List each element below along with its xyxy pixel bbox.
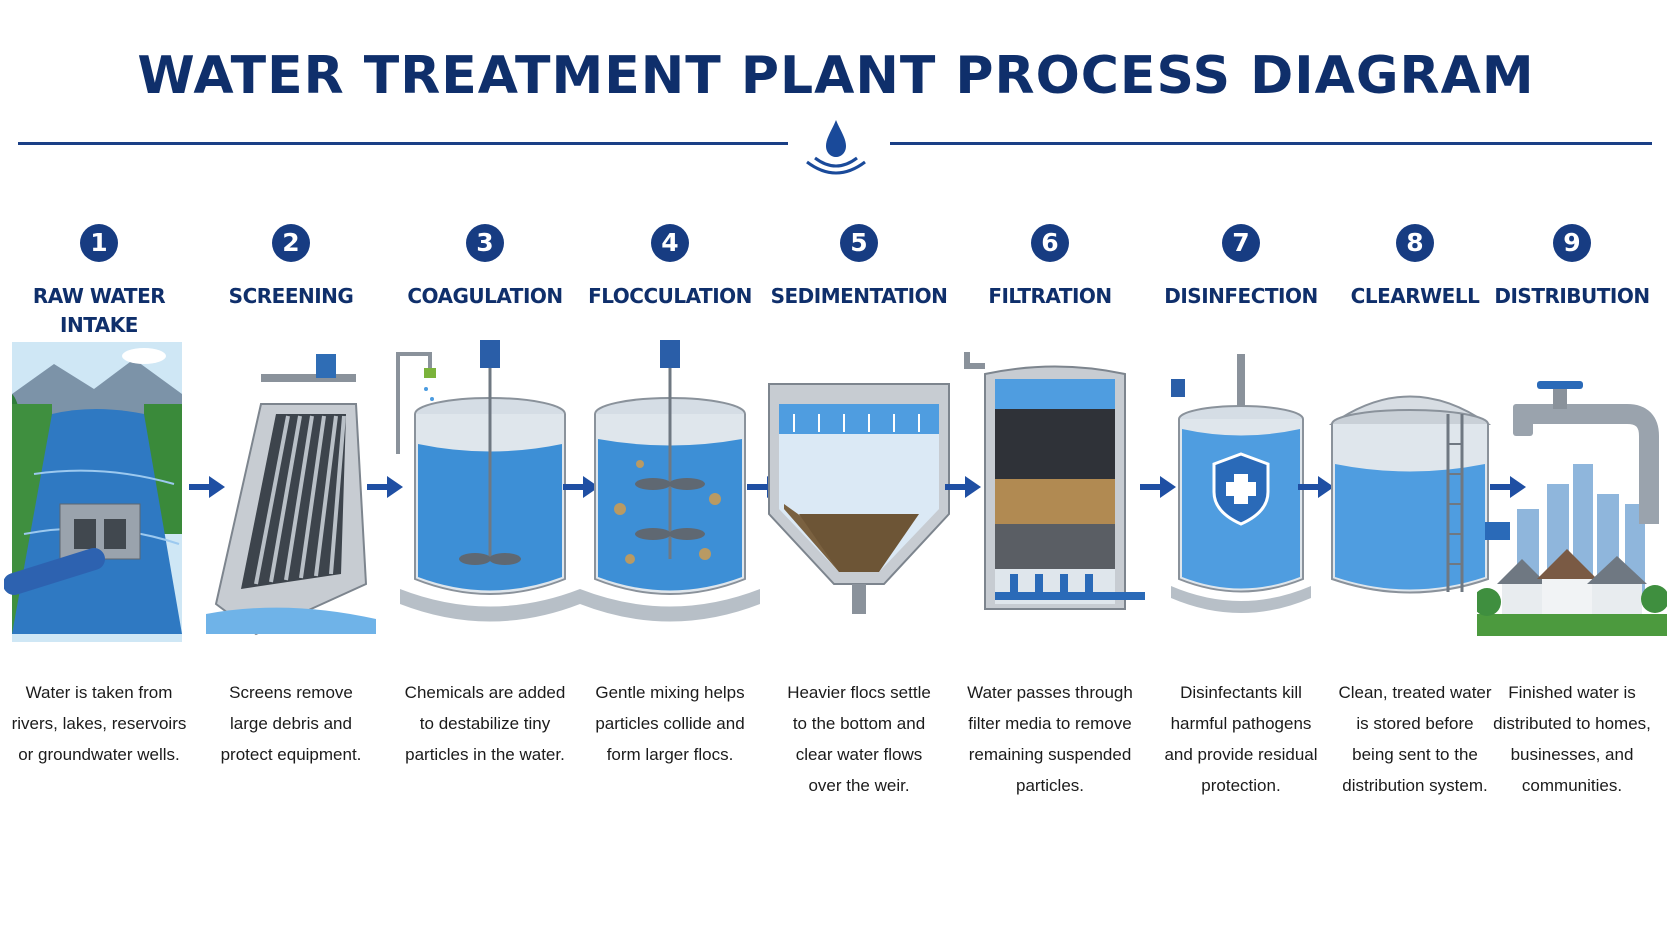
flow-arrow-icon	[189, 476, 225, 498]
storage-tank-icon	[1328, 395, 1510, 594]
step-number-badge: 8	[1396, 224, 1434, 262]
page-title: WATER TREATMENT PLANT PROCESS DIAGRAM	[137, 46, 1535, 106]
title-divider-right	[890, 142, 1652, 145]
step-number-badge: 2	[272, 224, 310, 262]
step-description: Gentle mixing helps particles collide an…	[595, 683, 745, 764]
step-description: Clean, treated water is stored before be…	[1338, 683, 1492, 795]
flow-arrow-icon	[945, 476, 981, 498]
settling-basin-icon	[768, 383, 950, 614]
shield-tank-icon	[1171, 354, 1311, 613]
step-title: COAGULATION	[407, 284, 563, 308]
step-title: SEDIMENTATION	[770, 284, 948, 308]
floc-tank-icon	[580, 340, 760, 622]
step-title: RAW WATER INTAKE	[32, 284, 166, 337]
flow-arrow-icon	[563, 476, 599, 498]
step-description: Water is taken from rivers, lakes, reser…	[11, 683, 187, 764]
step-number-badge: 4	[651, 224, 689, 262]
step-title: SCREENING	[228, 284, 354, 308]
step-number-badge: 1	[80, 224, 118, 262]
flow-arrow-icon	[1298, 476, 1334, 498]
step-description: Disinfectants kill harmful pathogens and…	[1164, 683, 1318, 795]
step-number-badge: 5	[840, 224, 878, 262]
step-description: Chemicals are added to destabilize tiny …	[404, 683, 566, 764]
title-divider-left	[18, 142, 788, 145]
step-number-badge: 3	[466, 224, 504, 262]
step-description: Finished water is distributed to homes, …	[1493, 683, 1651, 795]
faucet-city-icon	[1477, 381, 1667, 636]
step-description: Screens remove large debris and protect …	[220, 683, 362, 764]
filter-media-icon	[964, 352, 1145, 610]
flow-arrow-icon	[1140, 476, 1176, 498]
step-title: FILTRATION	[988, 284, 1112, 308]
step-number-badge: 6	[1031, 224, 1069, 262]
step-description: Heavier flocs settle to the bottom and c…	[787, 683, 931, 795]
flow-arrow-icon	[367, 476, 403, 498]
step-description: Water passes through filter media to rem…	[967, 683, 1133, 795]
step-title: CLEARWELL	[1350, 284, 1480, 308]
step-number-badge: 9	[1553, 224, 1591, 262]
step-title: FLOCCULATION	[588, 284, 752, 308]
flow-arrow-icon	[1490, 476, 1526, 498]
bar-screen-icon	[206, 354, 376, 636]
river-intake-icon	[4, 342, 182, 642]
water-drop-icon	[806, 120, 866, 175]
step-title: DISINFECTION	[1164, 284, 1318, 308]
step-number-badge: 7	[1222, 224, 1260, 262]
mixing-tank-icon	[396, 340, 580, 622]
step-title: DISTRIBUTION	[1494, 284, 1650, 308]
